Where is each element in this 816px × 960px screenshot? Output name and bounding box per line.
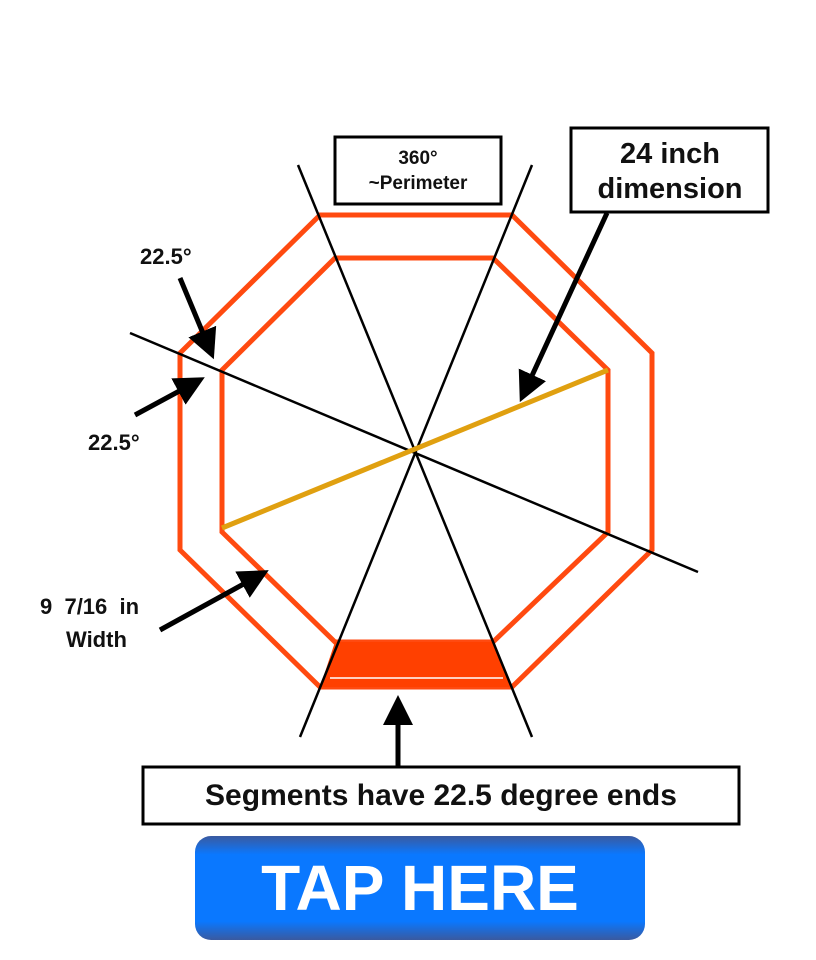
segments-note-box [141,765,741,826]
width-label-2: Width [66,627,127,652]
cut-line-3 [129,331,699,574]
highlighted-segment [320,642,512,687]
angle-left-label: 22.5° [88,430,140,455]
tap-here-button[interactable]: TAP HERE [195,836,645,940]
diameter-line [221,367,609,531]
perimeter-label-1: 360° [398,148,437,169]
dimension-box [569,126,770,214]
perimeter-label-2: ~Perimeter [369,173,468,194]
arrow-angle-top [177,277,217,360]
arrow-dimension [518,211,610,403]
angle-top-label: 22.5° [140,244,192,269]
dimension-label-1: 24 inch [620,138,720,170]
perimeter-box [333,135,503,206]
arrow-angle-left [133,377,205,418]
dimension-label-2: dimension [597,173,742,205]
width-label-1: 9 7/16 in [40,594,139,619]
segments-note: Segments have 22.5 degree ends [205,779,677,812]
arrow-width [158,570,269,633]
